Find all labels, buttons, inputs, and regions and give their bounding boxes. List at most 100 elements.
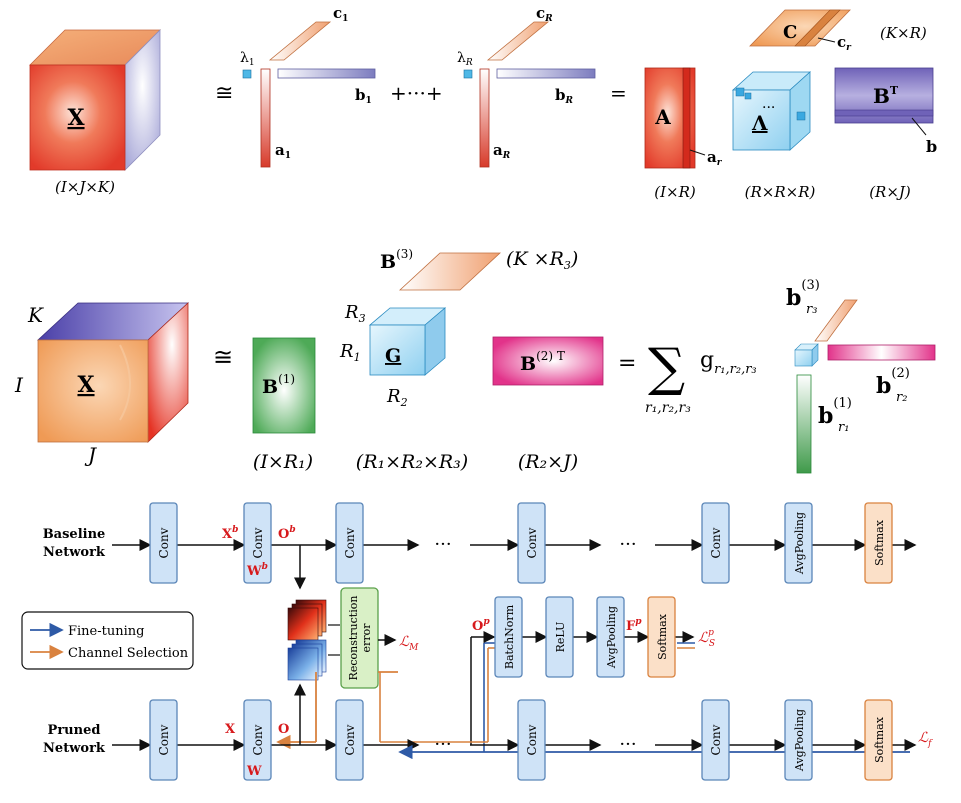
baseline-dots-2: ··· [619,534,636,555]
recon-orange-path [276,671,398,750]
rank1-term-1 [242,21,376,168]
branch-arrows [379,631,695,752]
g-coef: gr₁,r₂,r₃ [700,348,757,377]
pruned-conv-2[interactable]: Conv [243,699,272,781]
matrix-a-label: A [654,105,671,129]
pruned-conv-1[interactable]: Conv [149,699,178,781]
baseline-softmax[interactable]: Softmax [864,502,893,584]
pruned-arrows [112,683,917,760]
feature-map-baseline [287,599,327,641]
svg-text:Conv: Conv [709,527,723,558]
branch-batchnorm[interactable]: BatchNorm [494,596,523,678]
svg-text:Conv: Conv [343,724,357,755]
svg-text:Softmax: Softmax [873,716,886,763]
r1-label: R1 [339,341,361,364]
baseline-conv-4[interactable]: Conv [517,502,546,584]
r3-label: R3 [344,302,366,325]
dim-i: I [14,373,24,397]
baseline-conv-1[interactable]: Conv [149,502,178,584]
pruned-label-1: Pruned [48,723,101,738]
matrix-b1-label: B(1) [262,372,295,398]
r2-label: R2 [386,386,408,409]
svg-text:Softmax: Softmax [873,519,886,566]
aR-label: aR [493,141,511,161]
tucker-x-label: X [77,372,95,398]
br1-label: b(1)r₁ [818,396,852,435]
sum-symbol: ∑ [648,338,685,398]
svg-text:Softmax: Softmax [656,613,669,660]
svg-text:Conv: Conv [343,527,357,558]
c1-label: c1 [333,4,348,24]
baseline-label-1: Baseline [43,527,106,542]
tucker-approx: ≅ [213,343,233,371]
lambda-cube [731,71,812,151]
legend [21,611,194,670]
pruned-softmax[interactable]: Softmax [864,699,893,781]
legend-channel: Channel Selection [68,646,189,661]
matrix-c-label: C [783,22,797,43]
baseline-avgpool[interactable]: AvgPooling [784,502,813,584]
matrix-bt [834,67,934,124]
baseline-conv-2[interactable]: Conv [243,502,272,584]
dims-b2: (R₂×J) [518,451,578,473]
svg-text:Reconstruction: Reconstruction [347,596,360,681]
cp-decomposition: X (I×J×K) ≅ λ1 c1 b1 a1 +···+ λR cR bR a… [29,4,937,201]
matrix-b2t [492,336,604,386]
ob-label: Ob [278,525,296,542]
reconstruction-error-box[interactable]: Reconstruction error [340,587,379,689]
baseline-conv-3[interactable]: Conv [335,502,364,584]
matrix-bt-label: BT [873,84,899,108]
branch-softmax[interactable]: Softmax [647,596,676,678]
pruned-conv-5[interactable]: Conv [701,699,730,781]
tucker-decomposition: X K I J ≅ B(1) B(3) (K ×R3) G R3 R1 R2 B… [14,247,936,474]
xb-label: Xb [222,525,238,542]
lambda-R: λR [457,50,473,68]
core-g-label: G [385,345,401,367]
svg-text:error: error [360,623,373,653]
tensor-x-cube [29,29,161,171]
tucker-x-cube [36,302,190,443]
pruned-conv-4[interactable]: Conv [517,699,546,781]
loss-f: ℒf [918,730,933,749]
dims-lambda: (R×R×R) [745,183,816,201]
tensor-x-dims: (I×J×K) [55,178,115,196]
pruned-conv-3[interactable]: Conv [335,699,364,781]
pruned-avgpool[interactable]: AvgPooling [784,699,813,781]
op-label: Op [472,617,490,634]
svg-text:Conv: Conv [157,724,171,755]
svg-text:Conv: Conv [251,724,265,755]
branch-avgpool[interactable]: AvgPooling [596,596,625,678]
matrix-b3 [398,252,502,291]
tensor-x-label: X [67,105,85,131]
sum-subscript: r₁,r₂,r₃ [645,400,691,416]
a1-label: a1 [275,141,291,161]
dim-k: K [27,303,44,327]
matrix-b1 [252,337,316,434]
bR-label: bR [555,86,574,106]
dim-j: J [84,443,97,467]
svg-text:Conv: Conv [251,527,265,558]
dims-b3: (K ×R3) [506,248,578,272]
dims-a: (I×R) [654,183,696,201]
x-label: X [225,722,236,737]
lambda-dots: ... [762,96,775,112]
svg-text:BatchNorm: BatchNorm [503,604,516,669]
svg-text:Conv: Conv [525,527,539,558]
matrix-b3-label: B(3) [380,247,413,273]
baseline-conv-5[interactable]: Conv [701,502,730,584]
matrix-b2t-label: B(2) T [520,349,565,375]
svg-text:AvgPooling: AvgPooling [605,606,618,669]
equals-cp: = [610,81,627,105]
approx-symbol: ≅ [215,81,233,106]
br-label: b [926,137,937,156]
ar-label: ar [707,148,723,168]
baseline-arrows [112,539,917,590]
svg-text:Conv: Conv [157,527,171,558]
matrix-c [749,9,851,47]
matrix-a [644,67,696,169]
br3-label: b(3)r₃ [786,278,820,317]
branch-relu[interactable]: ReLU [545,596,574,678]
dims-b: (R×J) [869,183,911,201]
